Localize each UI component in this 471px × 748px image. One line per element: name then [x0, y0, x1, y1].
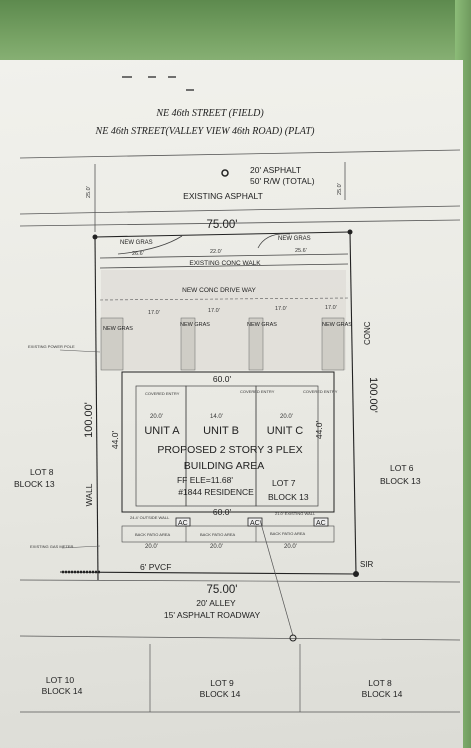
lot-left-dimension: 100.00' — [83, 402, 95, 438]
ff-elevation: FF ELE=11.68' — [177, 475, 233, 485]
back-patios — [121, 525, 335, 543]
ac-units — [175, 517, 329, 527]
unit-width-b: 14.0' — [210, 414, 223, 420]
gras-label-3: NEW GRAS — [247, 322, 277, 328]
street-field-name: NE 46th STREET (FIELD) — [155, 108, 264, 119]
back-dim-a: 20.0' — [145, 544, 158, 550]
street-plat-name: NE 46th STREET(VALLEY VIEW 46th ROAD) (P… — [95, 126, 316, 137]
drive-dim-1: 17.0' — [148, 310, 160, 316]
block-below-3: BLOCK 14 — [362, 689, 403, 699]
block13-label: BLOCK 13 — [268, 492, 309, 502]
corner-pin-nw — [92, 234, 98, 240]
corner-pin-ne — [347, 229, 353, 235]
back-patio-b: BACK PATIO AREA — [200, 532, 236, 537]
lot-boundary — [59, 231, 357, 581]
left-lot: LOT 8 — [30, 467, 54, 477]
gas-meter-leader — [61, 545, 101, 549]
unit-a-label: UNIT A — [144, 425, 180, 437]
driveway-area — [101, 270, 346, 370]
block-below-2: BLOCK 14 — [200, 689, 241, 699]
grass-arc-left — [117, 235, 183, 255]
existing-walk-label: EXISTING CONC WALK — [189, 260, 261, 267]
building-title-2: BUILDING AREA — [184, 460, 265, 472]
existing-walk — [99, 253, 349, 269]
left-block: BLOCK 13 — [14, 479, 55, 489]
ac-label-2: AC — [250, 520, 260, 527]
lot-below-1: LOT 10 — [46, 675, 74, 685]
lot-bottom-dimension: 75.00' — [207, 584, 238, 596]
unit-c-label: UNIT C — [267, 425, 304, 437]
grass-strips — [100, 317, 345, 371]
covered-entry-b: COVERED ENTRY — [240, 389, 275, 394]
building-depth-right: 44.0' — [314, 421, 324, 440]
row-label: 50' R/W (TOTAL) — [250, 176, 315, 186]
back-patio-c: BACK PATIO AREA — [270, 531, 306, 536]
building-width-top: 60.0' — [213, 374, 232, 384]
wall-background — [0, 0, 471, 70]
building-outline — [121, 371, 335, 513]
ac-label-3: AC — [316, 520, 326, 527]
building-width-bottom: 60.0' — [213, 507, 232, 517]
back-dim-c: 20.0' — [284, 544, 297, 550]
existing-asphalt-label: EXISTING ASPHALT — [183, 191, 263, 201]
walk-dim-mid: 22.0' — [210, 249, 222, 255]
asphalt-label: 20' ASPHALT — [250, 165, 301, 175]
residence-number: #1844 RESIDENCE — [178, 487, 254, 497]
block-below-1: BLOCK 14 — [42, 686, 83, 696]
gras-label-4: NEW GRAS — [322, 322, 352, 328]
right-lot: LOT 6 — [390, 463, 414, 473]
back-dim-b: 20.0' — [210, 544, 223, 550]
lot-top-dimension: 75.00' — [207, 219, 238, 231]
back-patio-a: BACK PATIO AREA — [135, 532, 171, 537]
setback-top-left: 25.0' — [86, 186, 92, 198]
existing-power-pole: EXISTING POWER POLE — [28, 344, 75, 349]
drive-dim-4: 17.0' — [325, 305, 337, 311]
title-dashes — [122, 76, 194, 91]
gras-label-1: NEW GRAS — [103, 326, 133, 332]
gras-label-2: NEW GRAS — [180, 322, 210, 328]
building-depth-left: 44.0' — [110, 431, 120, 450]
grass-arc-right — [257, 233, 291, 249]
lot-below-2: LOT 9 — [210, 678, 234, 688]
building-title-1: PROPOSED 2 STORY 3 PLEX — [157, 444, 302, 456]
alley-lines — [19, 519, 461, 713]
lot-below-3: LOT 8 — [368, 678, 392, 688]
walk-dim-left: 26.6' — [132, 251, 144, 257]
wall-label: WALL — [84, 483, 94, 506]
alley-marker — [289, 634, 297, 642]
right-block: BLOCK 13 — [380, 476, 421, 486]
new-gras-left: NEW GRAS — [120, 240, 153, 246]
fence-label: 6' PVCF — [140, 562, 171, 572]
new-gras-right: NEW GRAS — [278, 236, 311, 242]
setback-top-right: 25.0' — [337, 183, 343, 195]
lot-right-dimension: 100.00' — [367, 377, 379, 413]
lot7-label: LOT 7 — [272, 478, 296, 488]
monument-marker — [221, 169, 229, 177]
corner-pin-se — [353, 571, 359, 577]
street-lines — [19, 149, 461, 232]
conc-label: CONC — [363, 321, 372, 345]
unit-partitions — [135, 385, 319, 507]
ac-label-1: AC — [178, 520, 188, 527]
walk-dim-right: 25.6' — [295, 248, 307, 254]
side-right-label: 21.0' EXISTING WALL — [275, 511, 316, 516]
unit-b-label: UNIT B — [203, 425, 239, 437]
covered-entry-a: COVERED ENTRY — [145, 391, 180, 396]
pole-leader — [59, 349, 101, 353]
unit-width-a: 20.0' — [150, 414, 163, 420]
drive-dim-2: 17.0' — [208, 308, 220, 314]
drive-dim-3: 17.0' — [275, 306, 287, 312]
gas-meter-label: EXISTING GAS METER — [30, 544, 73, 549]
driveway-label: NEW CONC DRIVE WAY — [182, 287, 256, 294]
covered-entry-c: COVERED ENTRY — [303, 389, 338, 394]
roadway-label: 15' ASPHALT ROADWAY — [164, 610, 261, 620]
driveway-dim-line — [99, 297, 349, 301]
unit-width-c: 20.0' — [280, 414, 293, 420]
sir-label: SIR — [360, 560, 374, 569]
side-left-label: 24.4' OUTSIDE WALL — [130, 515, 170, 520]
alley-label: 20' ALLEY — [196, 598, 236, 608]
survey-paper — [0, 60, 463, 748]
